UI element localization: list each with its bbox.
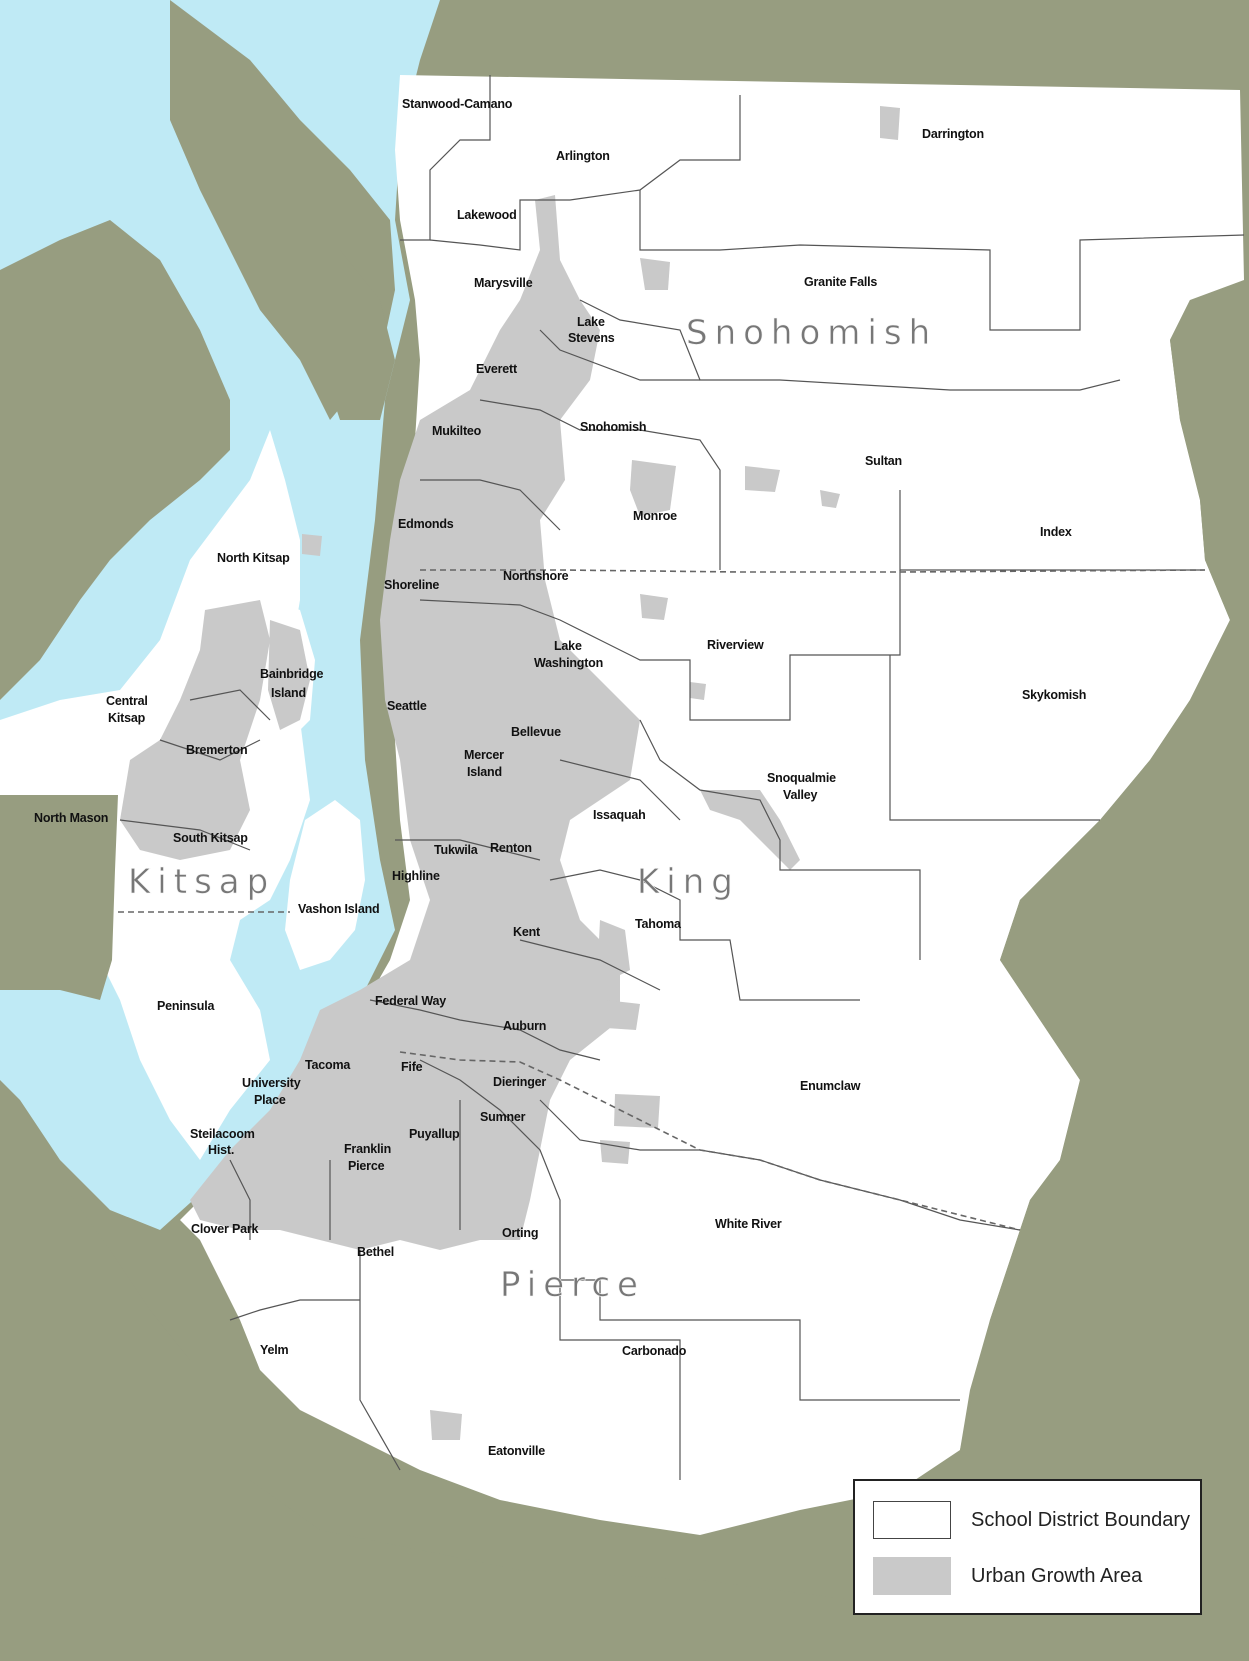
- district-label: Lakewood: [457, 208, 517, 222]
- district-label: Tukwila: [434, 843, 479, 857]
- district-label: Yelm: [260, 1343, 288, 1357]
- district-label: Northshore: [503, 569, 569, 583]
- district-label: Island: [271, 686, 306, 700]
- district-label: Peninsula: [157, 999, 215, 1013]
- district-label: Auburn: [503, 1019, 546, 1033]
- district-label: Island: [467, 765, 502, 779]
- district-label: South Kitsap: [173, 831, 248, 845]
- district-label: Hist.: [208, 1143, 234, 1157]
- district-label: Sultan: [865, 454, 902, 468]
- map-legend: School District Boundary Urban Growth Ar…: [853, 1479, 1202, 1615]
- county-label-snohomish: Snohomish: [686, 313, 937, 353]
- county-label-king: King: [637, 862, 740, 902]
- district-label: Skykomish: [1022, 688, 1086, 702]
- district-label: Bremerton: [186, 743, 247, 757]
- district-label: Clover Park: [191, 1222, 259, 1236]
- district-label: Dieringer: [493, 1075, 546, 1089]
- district-label: Pierce: [348, 1159, 385, 1173]
- district-labels: Stanwood-Camano Arlington Darrington Lak…: [34, 97, 1086, 1458]
- district-label: Bethel: [357, 1245, 394, 1259]
- district-label: Edmonds: [398, 517, 454, 531]
- district-label: Orting: [502, 1226, 538, 1240]
- district-label: Monroe: [633, 509, 677, 523]
- district-label: Eatonville: [488, 1444, 545, 1458]
- district-label: North Mason: [34, 811, 108, 825]
- county-label-pierce: Pierce: [500, 1265, 645, 1305]
- district-label: Place: [254, 1093, 286, 1107]
- district-label: Highline: [392, 869, 440, 883]
- legend-swatch-grey: [873, 1557, 951, 1595]
- district-label: Kent: [513, 925, 541, 939]
- district-label: Central: [106, 694, 148, 708]
- district-label: Shoreline: [384, 578, 439, 592]
- district-label: Bellevue: [511, 725, 561, 739]
- district-label: Carbonado: [622, 1344, 687, 1358]
- district-label: Bainbridge: [260, 667, 324, 681]
- district-label: Stanwood-Camano: [402, 97, 513, 111]
- district-label: Fife: [401, 1060, 423, 1074]
- district-label: Everett: [476, 362, 518, 376]
- district-boundaries: [119, 75, 1245, 1480]
- district-label: Tahoma: [635, 917, 682, 931]
- district-label: Arlington: [556, 149, 610, 163]
- county-labels: Snohomish Kitsap King Pierce: [128, 313, 937, 1306]
- legend-swatch-white: [873, 1501, 951, 1539]
- district-label: North Kitsap: [217, 551, 290, 565]
- vashon-island: [285, 800, 365, 970]
- district-label: Steilacoom: [190, 1127, 255, 1141]
- district-label: Lake: [577, 315, 605, 329]
- district-label: Valley: [783, 788, 817, 802]
- north-mason-land: [0, 795, 118, 1000]
- legend-item-school-district: School District Boundary: [873, 1501, 1190, 1539]
- county-boundaries: [118, 569, 1206, 1231]
- district-label: Puyallup: [409, 1127, 460, 1141]
- county-label-kitsap: Kitsap: [128, 862, 275, 902]
- legend-item-urban-growth: Urban Growth Area: [873, 1557, 1142, 1595]
- district-label: Renton: [490, 841, 532, 855]
- district-label: Lake: [554, 639, 582, 653]
- district-label: Tacoma: [305, 1058, 351, 1072]
- district-label: Mukilteo: [432, 424, 482, 438]
- district-label: Sumner: [480, 1110, 526, 1124]
- district-label: Granite Falls: [804, 275, 877, 289]
- district-label: Franklin: [344, 1142, 391, 1156]
- southern-eastern-land: [0, 300, 1249, 1661]
- district-label: Kitsap: [108, 711, 146, 725]
- district-label: Marysville: [474, 276, 533, 290]
- district-label: Issaquah: [593, 808, 646, 822]
- legend-label: Urban Growth Area: [971, 1564, 1143, 1587]
- district-label: Riverview: [707, 638, 764, 652]
- district-label: Stevens: [568, 331, 615, 345]
- district-label: Federal Way: [375, 994, 446, 1008]
- district-label: White River: [715, 1217, 782, 1231]
- district-label: Washington: [534, 656, 603, 670]
- district-label: Snoqualmie: [767, 771, 836, 785]
- district-label: Mercer: [464, 748, 504, 762]
- district-label: Snohomish: [580, 420, 646, 434]
- urban-growth-areas: [120, 106, 900, 1440]
- legend-label: School District Boundary: [971, 1508, 1190, 1531]
- western-land-masses: [0, 0, 395, 700]
- district-label: Darrington: [922, 127, 984, 141]
- district-label: Enumclaw: [800, 1079, 861, 1093]
- district-label: Seattle: [387, 699, 427, 713]
- district-label: Vashon Island: [298, 902, 379, 916]
- district-label: University: [242, 1076, 301, 1090]
- district-label: Index: [1040, 525, 1072, 539]
